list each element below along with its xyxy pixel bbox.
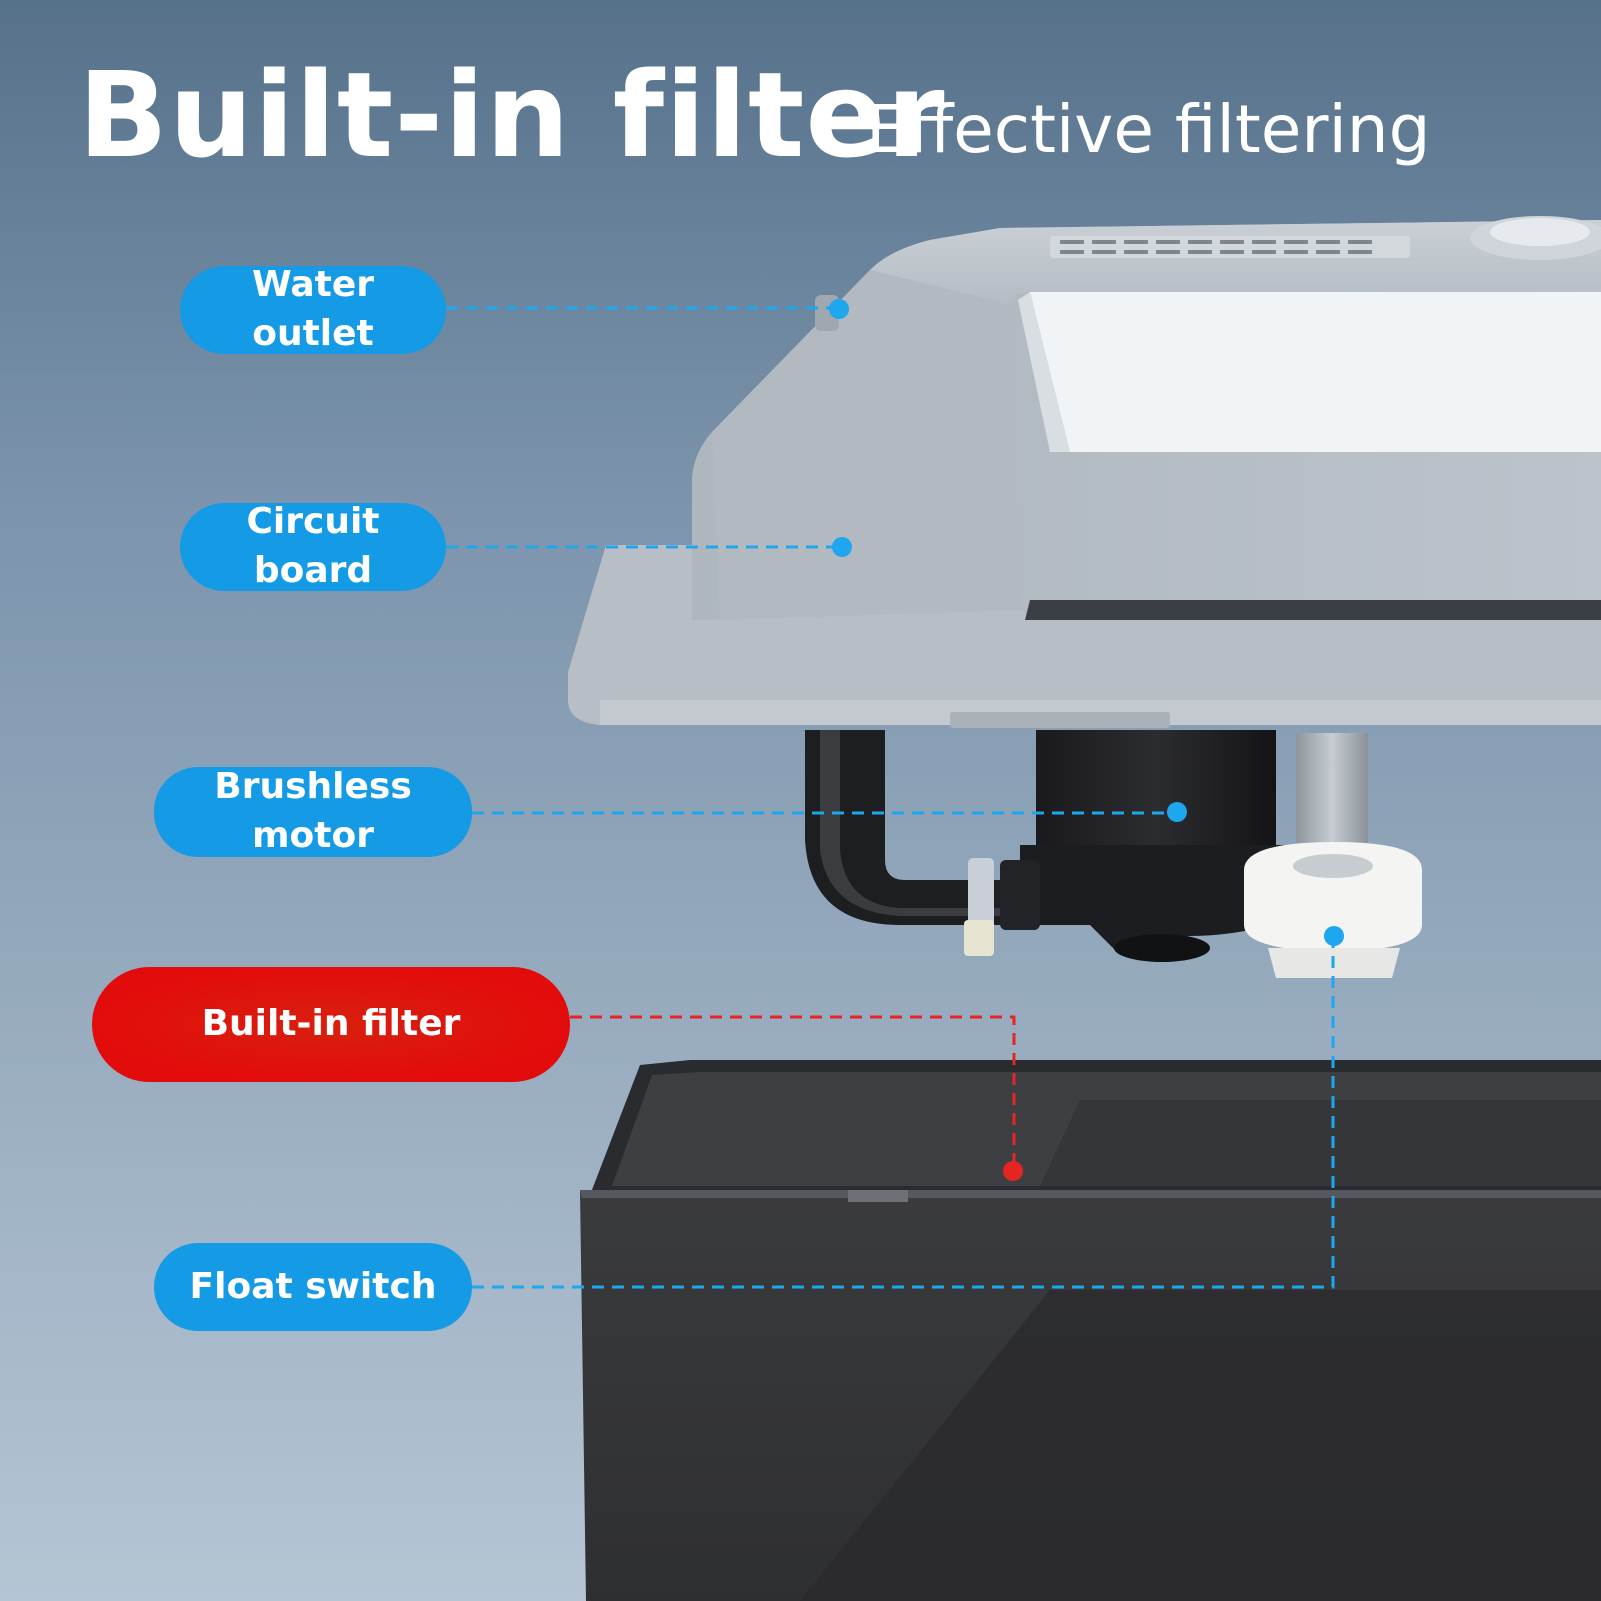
leader-lines	[446, 299, 1344, 1289]
water-tank	[580, 1060, 1601, 1601]
water-outlet-label: Water outlet	[251, 264, 375, 354]
page-title: Built-in filter	[78, 46, 946, 184]
circuit-board-label: Circuit board	[246, 501, 380, 591]
float-switch-marker	[1324, 926, 1344, 946]
pump-assembly	[805, 730, 1422, 978]
circuit-board-callout: Circuit board	[180, 501, 446, 591]
circuit-board-marker	[832, 537, 852, 557]
water-outlet-callout: Water outlet	[180, 264, 446, 354]
built-in-filter-label: Built-in filter	[201, 1003, 461, 1045]
float-switch-callout: Float switch	[154, 1243, 472, 1331]
float-switch-label: Float switch	[189, 1265, 437, 1307]
water-outlet-marker	[829, 299, 849, 319]
brushless-motor-marker	[1167, 802, 1187, 822]
brushless-motor-callout: Brushless motor	[154, 766, 472, 857]
built-in-filter-callout: Built-in filter	[92, 967, 570, 1082]
page-subtitle: Effective filtering	[866, 91, 1431, 168]
top-unit	[568, 216, 1601, 728]
built-in-filter-marker	[1003, 1161, 1023, 1181]
brushless-motor-label: Brushless motor	[214, 766, 412, 856]
